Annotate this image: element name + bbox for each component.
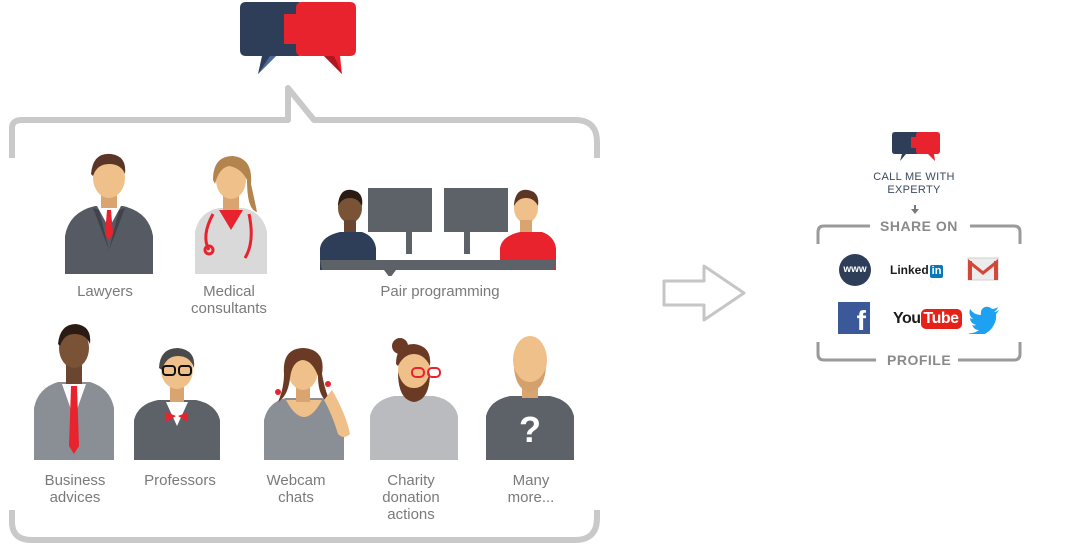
experty-logo-icon [240, 2, 356, 74]
experty-small-logo-icon [892, 132, 940, 161]
share-on-label: SHARE ON [880, 218, 958, 234]
many-more-label: Many more... [507, 472, 555, 506]
youtube-tube-badge: Tube [920, 309, 962, 329]
profile-label: PROFILE [887, 352, 952, 368]
webcam-chats-label: Webcam chats [266, 472, 326, 506]
pair-programming-label: Pair programming [380, 283, 500, 300]
twitter-icon[interactable] [968, 306, 1000, 334]
professors-label: Professors [144, 472, 216, 489]
youtube-you: You [893, 310, 921, 327]
arrow-down-icon [911, 205, 919, 214]
www-icon[interactable]: www [839, 254, 871, 286]
charity-avatar-icon [370, 338, 458, 460]
lawyer-avatar-icon [65, 153, 153, 274]
pair-programming-icon [320, 188, 556, 276]
charity-label: Charity donation actions [382, 472, 440, 523]
doctor-avatar-icon [195, 156, 267, 274]
medical-consultants-label: Medical consultants [191, 283, 267, 317]
cta-line-1: CALL ME WITH [873, 171, 955, 183]
share-frame [816, 224, 1022, 362]
svg-text:?: ? [519, 409, 541, 450]
gmail-icon[interactable] [967, 257, 999, 281]
facebook-icon[interactable]: f [838, 302, 870, 334]
mystery-avatar-icon: ? [486, 336, 574, 460]
business-advices-label: Business advices [44, 472, 106, 506]
webcam-avatar-icon [264, 348, 350, 460]
arrow-right-icon [662, 264, 746, 322]
lawyers-label: Lawyers [77, 283, 133, 300]
professor-avatar-icon [134, 348, 220, 460]
business-avatar-icon [34, 324, 114, 460]
linkedin-word: Linked [890, 263, 929, 277]
linkedin-in-badge: in [929, 265, 944, 278]
cta-line-2: EXPERTY [887, 184, 941, 196]
